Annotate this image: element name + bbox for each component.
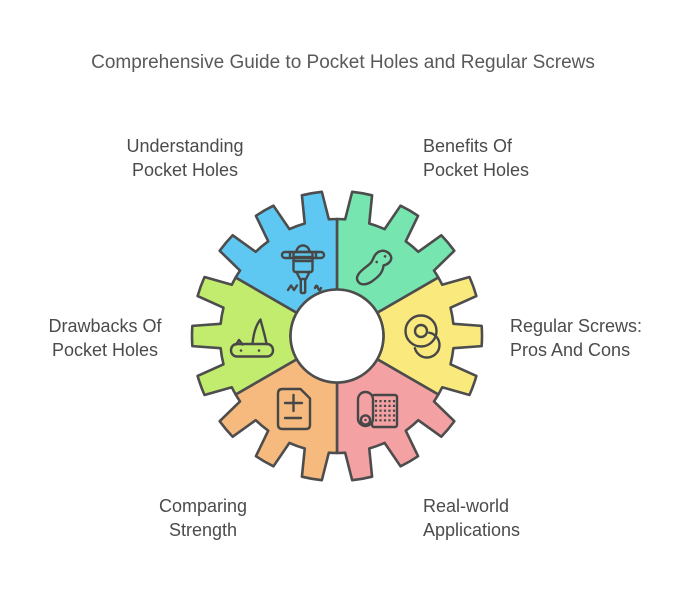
- document-plus-minus-icon: [276, 387, 312, 431]
- label-line: Benefits Of: [423, 136, 513, 156]
- page-title: Comprehensive Guide to Pocket Holes and …: [91, 52, 595, 73]
- washers-icon: [404, 314, 441, 359]
- label-line: Pocket Holes: [131, 160, 239, 180]
- label-line: Pocket Holes: [423, 160, 530, 180]
- label-line: Strength: [168, 520, 238, 540]
- label-comparing-strength: Comparing Strength: [123, 494, 283, 542]
- gear-center-circle: [289, 288, 385, 384]
- label-line: Pros And Cons: [510, 340, 631, 360]
- blueprint-roll-icon: [356, 390, 399, 429]
- label-line: Comparing: [158, 496, 248, 516]
- label-line: Applications: [423, 520, 521, 540]
- label-line: Understanding: [126, 136, 244, 156]
- label-real-world-applications: Real-world Applications: [423, 494, 520, 542]
- label-line: Real-world: [423, 496, 510, 516]
- label-benefits-of-pocket-holes: Benefits Of Pocket Holes: [423, 134, 529, 182]
- label-regular-screws-pros-and-cons: Regular Screws: Pros And Cons: [510, 314, 642, 362]
- label-line: Pocket Holes: [51, 340, 159, 360]
- label-line: Regular Screws:: [510, 316, 643, 336]
- pocket-knife-icon: [229, 318, 275, 358]
- jackhammer-icon: [280, 244, 326, 295]
- label-drawbacks-of-pocket-holes: Drawbacks Of Pocket Holes: [25, 314, 185, 362]
- gear-segments: [190, 190, 484, 482]
- label-understanding-pocket-holes: Understanding Pocket Holes: [105, 134, 265, 182]
- label-line: Drawbacks Of: [48, 316, 162, 336]
- shoe-icon: [355, 249, 393, 286]
